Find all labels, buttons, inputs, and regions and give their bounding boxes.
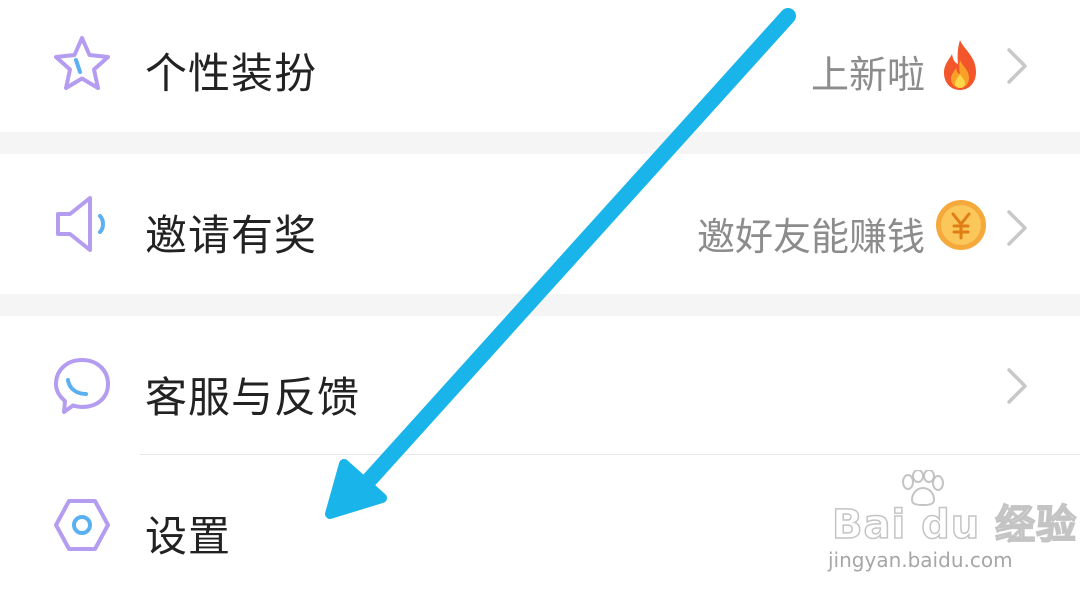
chevron-right-icon <box>1007 48 1027 84</box>
coin-icon <box>936 200 986 250</box>
fire-icon <box>944 40 976 90</box>
speaker-icon <box>56 196 105 252</box>
settings-hexagon-icon <box>54 499 110 551</box>
menu-item-hint: 上新啦 <box>810 53 925 97</box>
section-separator <box>0 132 1080 154</box>
menu-item-support[interactable]: 客服与反馈 <box>0 316 1080 454</box>
chevron-right-icon <box>1007 507 1027 543</box>
chevron-right-icon <box>1007 210 1027 246</box>
menu-item-hint: 邀好友能赚钱 <box>696 215 925 259</box>
menu-item-label: 邀请有奖 <box>145 211 318 260</box>
menu-item-settings[interactable]: 设置 <box>0 455 1080 593</box>
menu-item-label: 设置 <box>145 512 232 561</box>
star-icon <box>54 36 110 90</box>
menu-item-personalize[interactable]: 个性装扮 上新啦 <box>0 0 1080 132</box>
menu-item-invite[interactable]: 邀请有奖 邀好友能赚钱 <box>0 154 1080 294</box>
menu-item-label: 客服与反馈 <box>145 373 361 422</box>
chat-bubble-icon <box>54 358 110 414</box>
section-separator <box>0 294 1080 316</box>
chevron-right-icon <box>1007 368 1027 404</box>
menu-item-label: 个性装扮 <box>145 49 318 98</box>
